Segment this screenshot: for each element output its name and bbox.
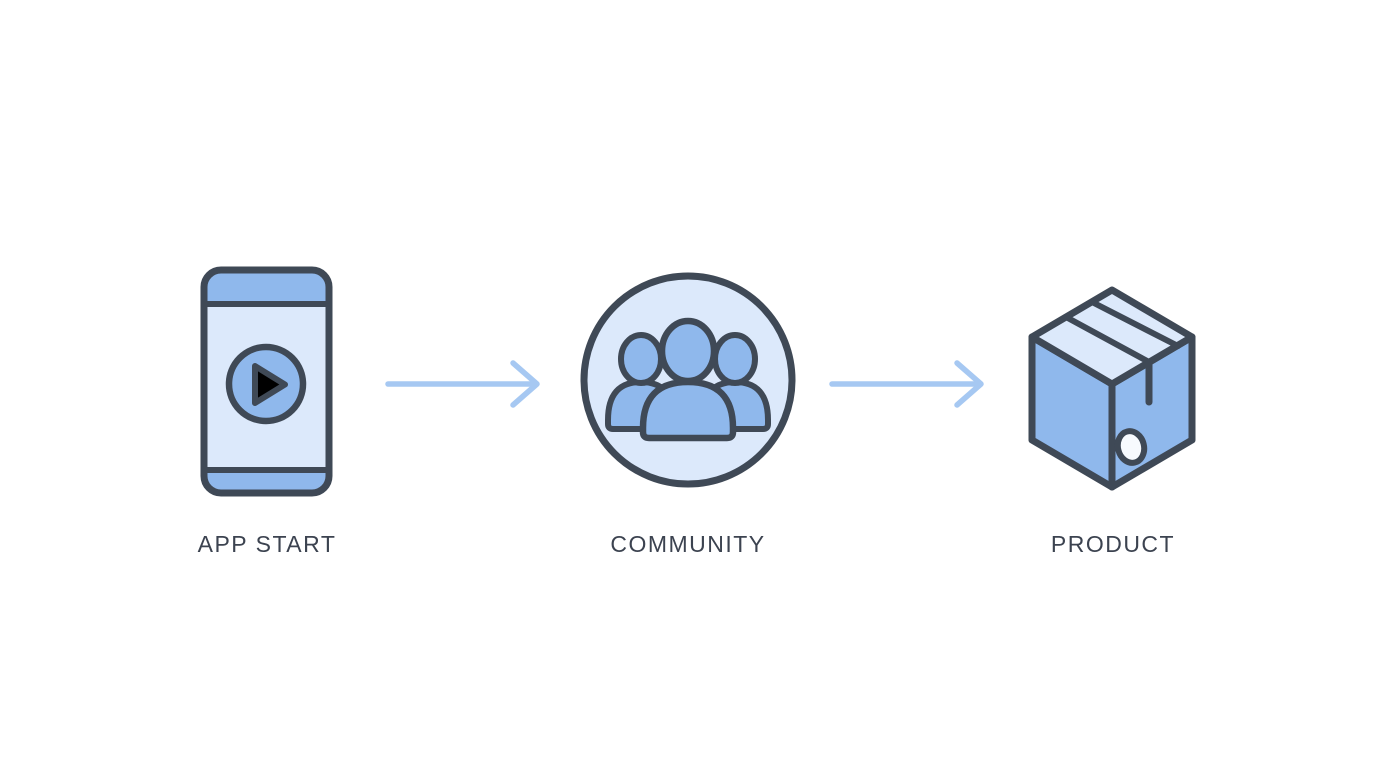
package-box-icon — [1028, 286, 1196, 491]
arrow-right-icon — [829, 360, 984, 408]
step-label-app-start: APP START — [197, 531, 337, 557]
step-label-community: COMMUNITY — [610, 531, 766, 557]
phone-play-icon — [200, 266, 333, 497]
people-group-icon — [580, 272, 796, 488]
arrow-right-icon — [385, 360, 540, 408]
step-label-product: PRODUCT — [1050, 531, 1176, 557]
